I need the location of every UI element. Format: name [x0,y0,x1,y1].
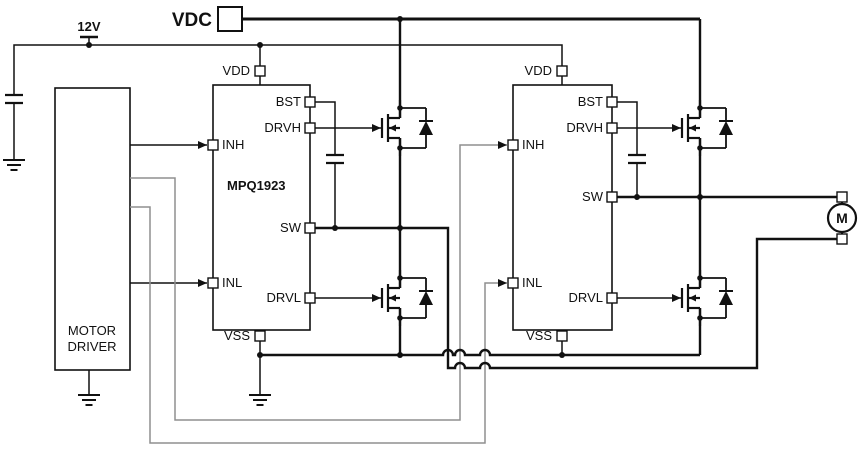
sw1-to-motor-wire [315,226,837,370]
motor-driver-box [54,87,131,371]
nmos-low-side-2-icon [680,268,735,328]
signal-arrow-icon [498,279,507,287]
signal-arrow-icon [372,124,381,132]
pin-label-sw: SW [582,189,604,204]
ground-icon [77,394,101,406]
pin-label-drvh: DRVH [264,120,301,135]
motor-terminal [836,233,848,245]
junction-dot [257,42,263,48]
h-bridge [260,19,837,370]
pin-bst [304,96,316,108]
motor-label: M [836,210,848,226]
supply-12v-label: 12V [77,19,100,34]
gate-driver-1: VDD VSS BST DRVH SW DRVL INH INL MPQ1923 [207,63,316,406]
pin-label-vdd: VDD [223,63,250,78]
pin-inl [507,277,519,289]
pin-vss [254,330,266,342]
pin-label-inl: INL [522,275,542,290]
pin-drvl [606,292,618,304]
motor-driver-block: MOTOR DRIVER [54,87,131,406]
inh1-inl1-wires [130,144,207,284]
pin-label-drvl: DRVL [569,290,603,305]
pin-inh [507,139,519,151]
pin-vdd [556,65,568,77]
pin-label-vss: VSS [526,328,552,343]
pin-sw [304,222,316,234]
gate-driver-2: VDD VSS BST DRVH SW DRVL INH INL [507,63,618,355]
pin-vdd [254,65,266,77]
pin-label-sw: SW [280,220,302,235]
pin-label-vss: VSS [224,328,250,343]
gate-driver-1-box [212,84,311,331]
pin-drvh [304,122,316,134]
vdc-label: VDC [172,10,212,31]
signal-arrow-icon [372,294,381,302]
supply-12v-net: 12V [2,19,563,171]
ground-icon [2,159,26,171]
pin-label-drvh: DRVH [566,120,603,135]
bootstrap-capacitor-icon [626,153,648,165]
motor-circle-icon [826,202,858,234]
vdc-terminal-icon [217,6,243,32]
pin-label-bst: BST [578,94,603,109]
gate-driver-2-box [512,84,613,331]
junction-dot [332,225,338,231]
junction-dot [397,352,403,358]
pin-bst [606,96,618,108]
vdd-rail-wire [13,44,563,160]
part-number: MPQ1923 [227,178,286,193]
gate-wires [315,127,681,299]
pin-label-inl: INL [222,275,242,290]
junction-dots [86,16,703,358]
ground-rail-wire [260,348,700,357]
control-signals [130,141,507,444]
vdc-supply: VDC [172,6,700,32]
junction-dot [697,194,703,200]
pin-inl [207,277,219,289]
signal-arrow-icon [672,124,681,132]
pin-label-inh: INH [522,137,544,152]
junction-dot [634,194,640,200]
gate-wiring [315,101,681,302]
nmos-low-side-1-icon [380,268,435,328]
pin-vss [556,330,568,342]
motor-terminal [836,191,848,203]
pin-inh [207,139,219,151]
ground-icon [248,394,272,406]
pin-label-bst: BST [276,94,301,109]
motor-driver-label-1: MOTOR [68,323,116,338]
nmos-high-side-2-icon [680,98,735,158]
junction-dot [397,16,403,22]
junction-dot [397,225,403,231]
motor-driver-label-2: DRIVER [67,339,116,354]
pin-label-vdd: VDD [525,63,552,78]
nmos-high-side-1-icon [380,98,435,158]
signal-arrow-icon [498,141,507,149]
pin-drvl [304,292,316,304]
inh2-route-wire [130,144,507,421]
signal-arrow-icon [672,294,681,302]
pin-sw [606,191,618,203]
bootstrap-wires [315,101,638,228]
pin-label-inh: INH [222,137,244,152]
junction-dot [559,352,565,358]
junction-dot [86,42,92,48]
motor-symbol: M [826,191,858,245]
pin-label-drvl: DRVL [267,290,301,305]
bootstrap-capacitor-icon [324,153,346,165]
inl2-route-wire [130,206,507,444]
signal-arrow-icon [198,141,207,149]
pin-drvh [606,122,618,134]
input-capacitor-icon [3,93,25,105]
signal-arrow-icon [198,279,207,287]
junction-dot [257,352,263,358]
